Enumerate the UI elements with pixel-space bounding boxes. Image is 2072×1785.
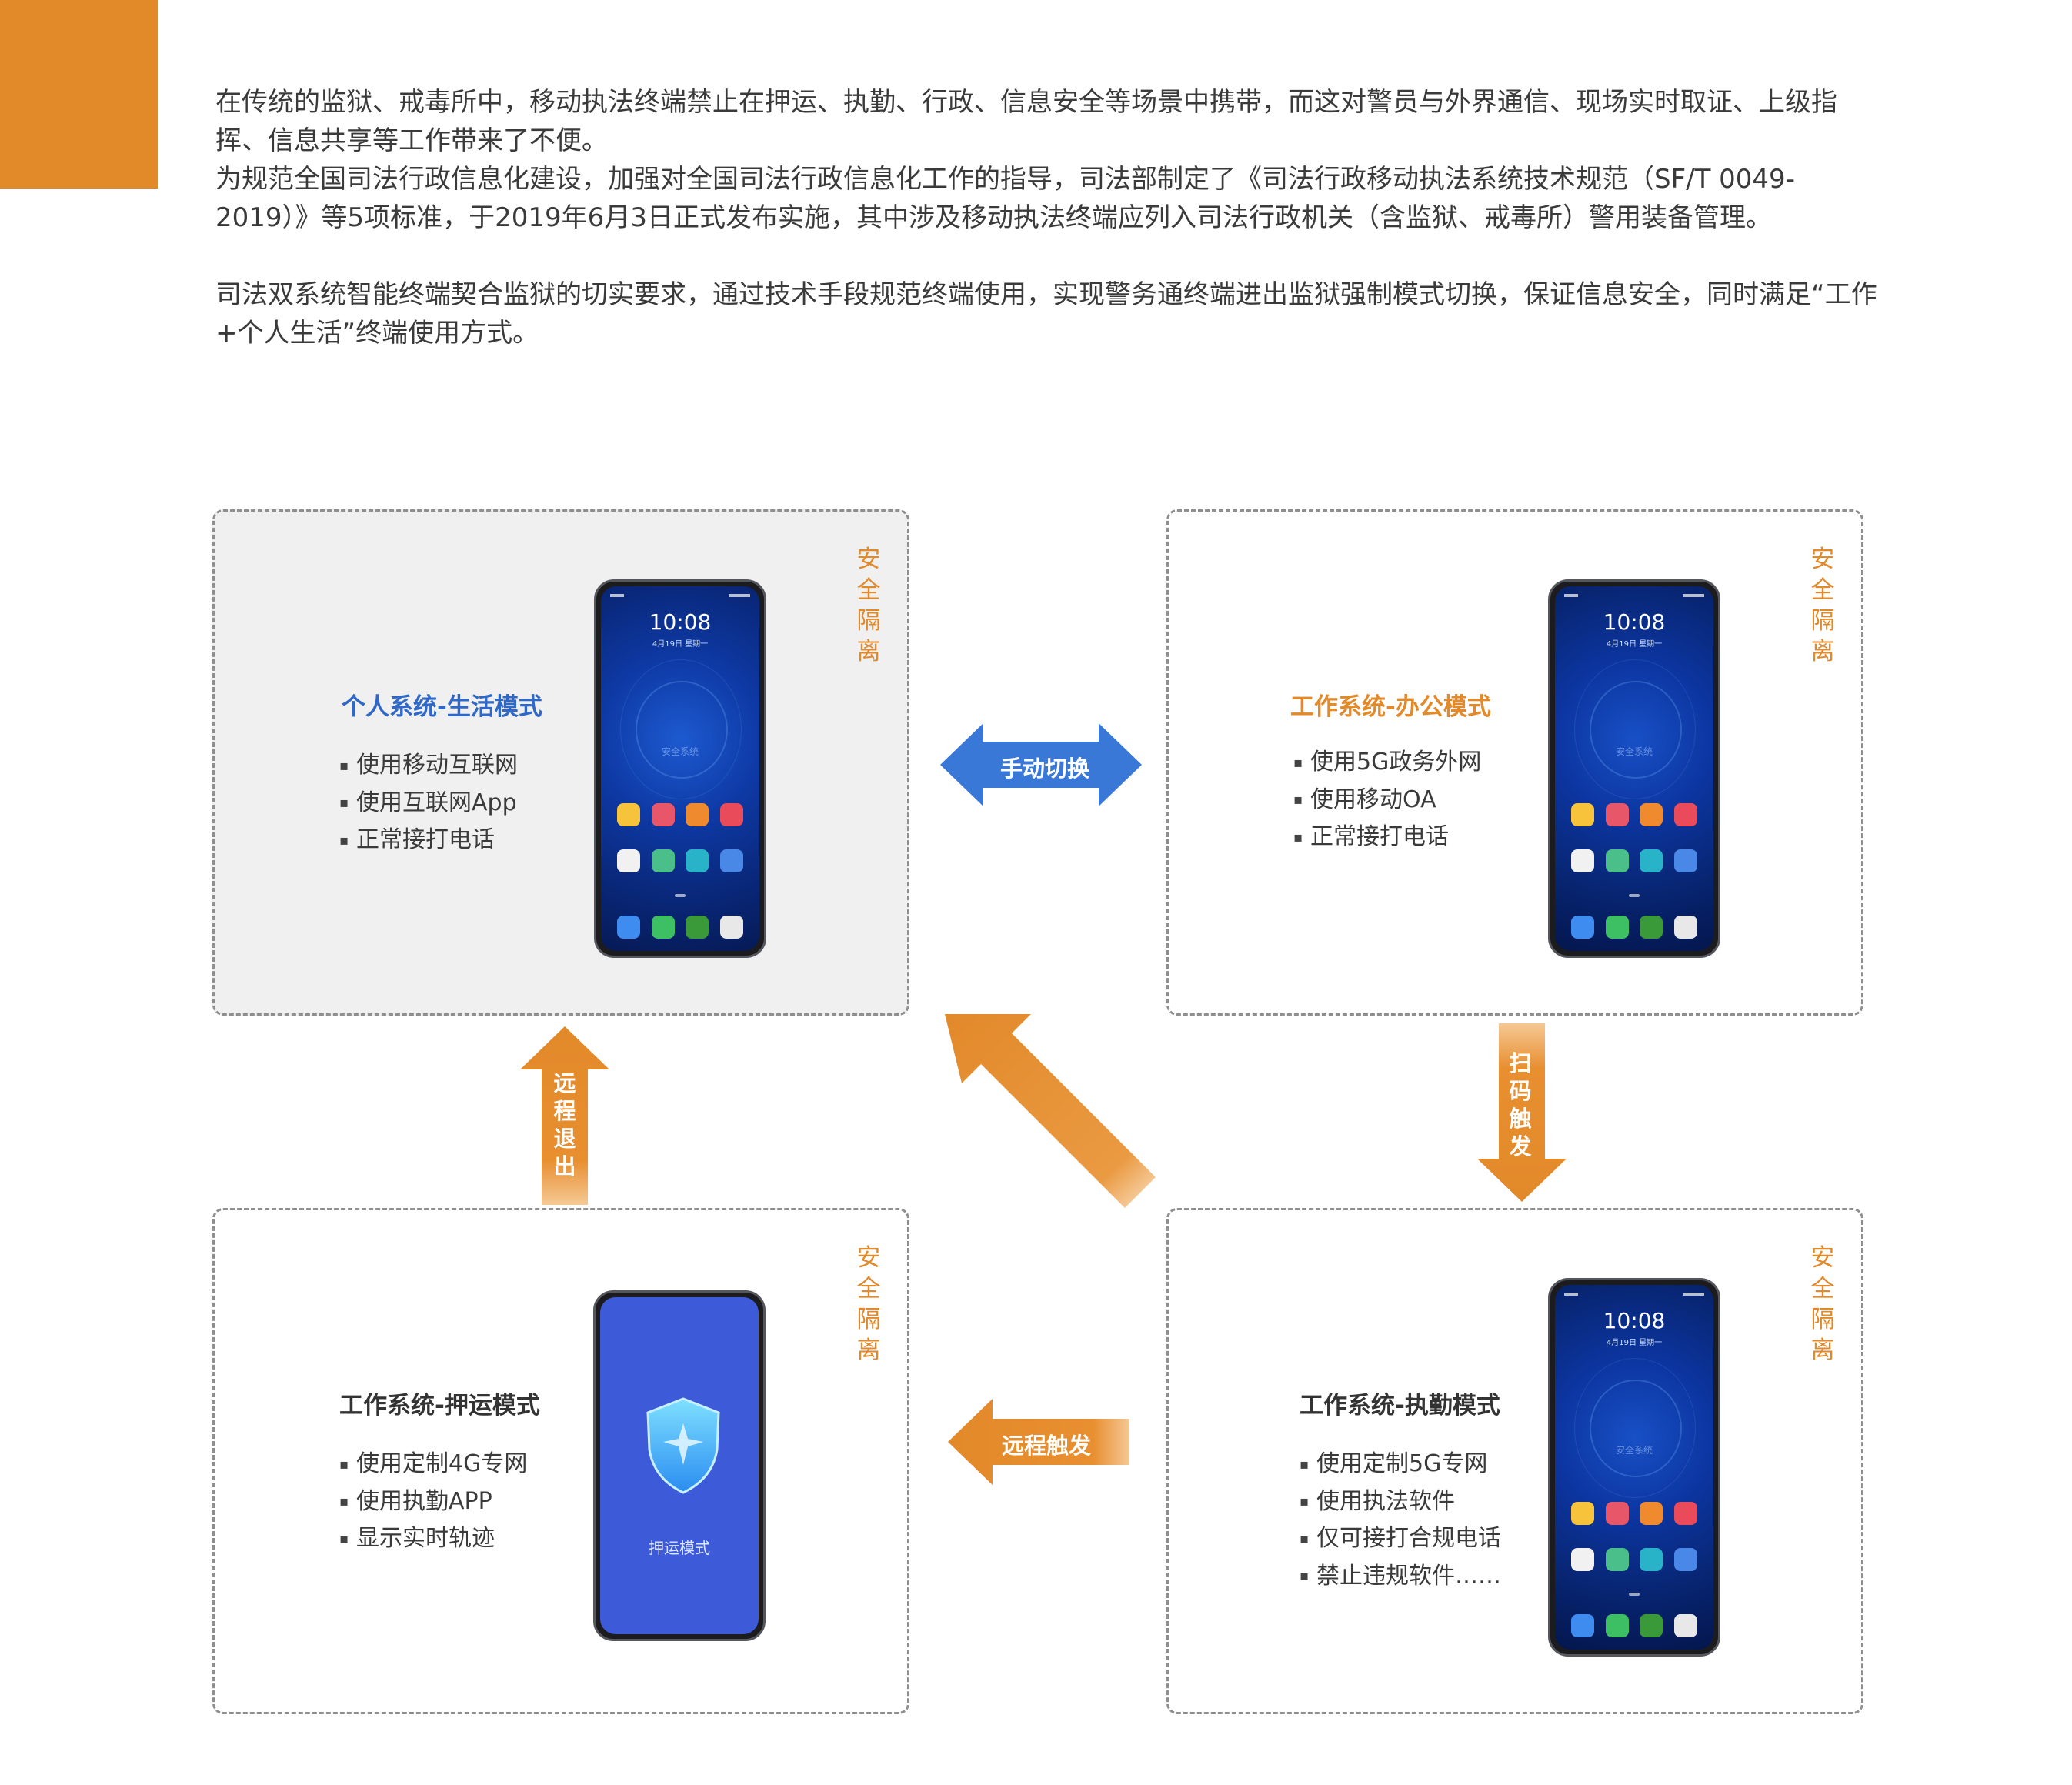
calculator-icon (1640, 803, 1663, 826)
feature-item: 正常接打电话 (1293, 819, 1481, 856)
feature-item: 使用定制4G专网 (339, 1446, 527, 1483)
shield-icon (646, 1397, 720, 1494)
gallery-icon (1605, 849, 1629, 872)
phone-icon (617, 916, 641, 939)
feature-item: 使用移动互联网 (339, 747, 518, 785)
calendar-icon (719, 803, 743, 826)
feature-list: 使用定制4G专网 使用执勤APP 显示实时轨迹 (339, 1446, 527, 1558)
remote-trigger-label: 远程触发 (1002, 1433, 1092, 1459)
recorder-icon (1605, 1502, 1629, 1525)
mode-title: 工作系统-押运模式 (339, 1392, 540, 1420)
feature-item: 使用定制5G专网 (1300, 1446, 1501, 1483)
contacts-icon (1673, 1548, 1697, 1571)
isolation-label: 安全隔离 (856, 546, 881, 666)
isolation-label: 安全隔离 (1810, 1244, 1835, 1364)
feature-item: 正常接打电话 (339, 822, 518, 859)
feature-list: 使用移动互联网 使用互联网App 正常接打电话 (339, 747, 518, 859)
phone-home-screen: 10:08 4月19日 星期一 安全系统 (594, 579, 766, 958)
phone-date: 4月19日 星期一 (1606, 640, 1663, 649)
feature-item: 使用执法软件 (1300, 1483, 1501, 1521)
messages-icon (651, 916, 675, 939)
feature-item: 使用执勤APP (339, 1483, 527, 1521)
settings-icon (1640, 849, 1663, 872)
double-arrow-manual-switch (940, 723, 1142, 806)
recorder-icon (651, 803, 675, 826)
file-manager-icon (1571, 803, 1595, 826)
clock-icon (1571, 849, 1595, 872)
phone-date: 4月19日 星期一 (1606, 1339, 1663, 1347)
clock-icon (617, 849, 641, 872)
remote-exit-label: 远程退出 (553, 1070, 576, 1179)
phone-clock: 10:08 (649, 609, 712, 635)
feature-item: 显示实时轨迹 (339, 1520, 527, 1558)
feature-list: 使用定制5G专网 使用执法软件 仅可接打合规电话 禁止违规软件…… (1300, 1446, 1501, 1595)
secure-system-label: 安全系统 (661, 746, 699, 757)
feature-item: 使用互联网App (339, 785, 518, 822)
phone-clock: 10:08 (1603, 609, 1666, 635)
phone-escort-screen: 押运模式 (593, 1290, 766, 1641)
settings-icon (686, 849, 709, 872)
camera-icon (719, 916, 743, 939)
messages-icon (1605, 916, 1629, 939)
gallery-icon (651, 849, 675, 872)
calendar-icon (1673, 803, 1697, 826)
work-app-icon (1640, 1614, 1663, 1637)
phone-icon (1571, 1614, 1595, 1637)
recorder-icon (1605, 803, 1629, 826)
secure-system-label: 安全系统 (1615, 1445, 1653, 1456)
phone-clock: 10:08 (1603, 1308, 1666, 1333)
corner-accent-block (0, 0, 158, 189)
feature-item: 使用5G政务外网 (1293, 744, 1481, 782)
phone-home-screen: 10:08 4月19日 星期一 安全系统 (1548, 579, 1720, 958)
arrow-remote-exit (520, 1026, 609, 1205)
isolation-label: 安全隔离 (1810, 546, 1835, 666)
scan-trigger-label: 扫码触发 (1509, 1050, 1532, 1159)
file-manager-icon (617, 803, 641, 826)
calculator-icon (1640, 1502, 1663, 1525)
contacts-icon (719, 849, 743, 872)
gallery-icon (1605, 1548, 1629, 1571)
intro-paragraph: 司法双系统智能终端契合监狱的切实要求，通过技术手段规范终端使用，实现警务通终端进… (215, 279, 1877, 349)
settings-icon (1640, 1548, 1663, 1571)
file-manager-icon (1571, 1502, 1595, 1525)
mode-title: 个人系统-生活模式 (342, 693, 542, 721)
feature-item: 使用移动OA (1293, 782, 1481, 819)
contacts-icon (1673, 849, 1697, 872)
arrow-gate-trigger-exit (945, 1014, 1156, 1208)
isolation-label: 安全隔离 (856, 1244, 881, 1364)
phone-icon (1571, 916, 1595, 939)
escort-mode-label: 押运模式 (649, 1539, 710, 1557)
messages-icon (1605, 1614, 1629, 1637)
feature-item: 禁止违规软件…… (1300, 1558, 1501, 1596)
work-app-icon (686, 916, 709, 939)
feature-list: 使用5G政务外网 使用移动OA 正常接打电话 (1293, 744, 1481, 856)
mode-title: 工作系统-办公模式 (1290, 693, 1491, 721)
manual-switch-label: 手动切换 (1000, 756, 1090, 782)
arrow-remote-trigger (948, 1399, 1129, 1485)
camera-icon (1673, 1614, 1697, 1637)
work-app-icon (1640, 916, 1663, 939)
intro-paragraph: 为规范全国司法行政信息化建设，加强对全国司法行政信息化工作的指导，司法部制定了《… (215, 164, 1795, 233)
camera-icon (1673, 916, 1697, 939)
arrow-scan-trigger (1477, 1023, 1567, 1202)
intro-text: 在传统的监狱、戒毒所中，移动执法终端禁止在押运、执勤、行政、信息安全等场景中携带… (215, 83, 1877, 352)
calendar-icon (1673, 1502, 1697, 1525)
calculator-icon (686, 803, 709, 826)
phone-home-screen: 10:08 4月19日 星期一 安全系统 (1548, 1278, 1720, 1657)
phone-date: 4月19日 星期一 (652, 640, 709, 649)
secure-system-label: 安全系统 (1615, 746, 1653, 757)
intro-paragraph: 在传统的监狱、戒毒所中，移动执法终端禁止在押运、执勤、行政、信息安全等场景中携带… (215, 87, 1837, 156)
feature-item: 仅可接打合规电话 (1300, 1520, 1501, 1558)
clock-icon (1571, 1548, 1595, 1571)
mode-title: 工作系统-执勤模式 (1300, 1392, 1500, 1420)
